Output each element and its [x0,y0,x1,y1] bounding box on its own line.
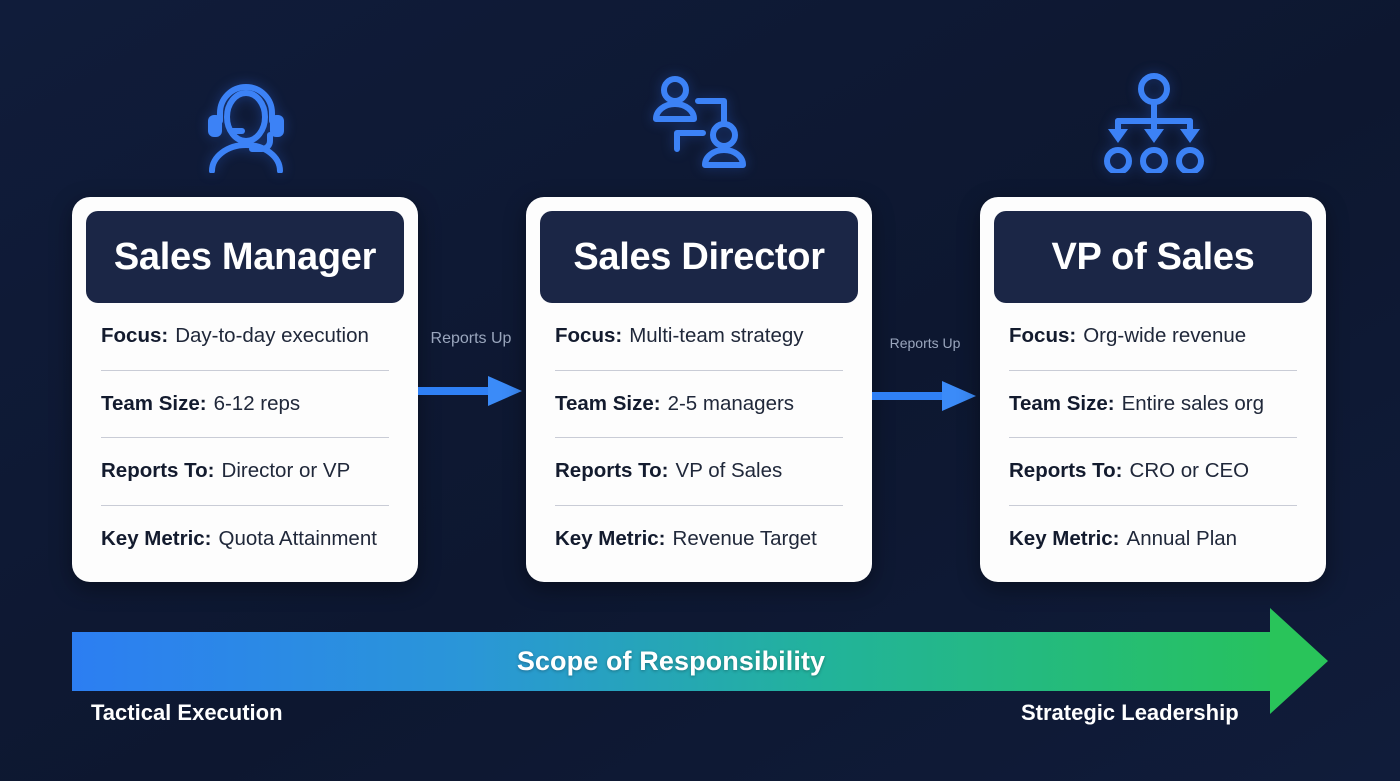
card-title: VP of Sales [994,211,1312,303]
row-value: 2-5 managers [667,391,795,415]
scope-arrowhead-icon [1270,608,1328,714]
row-value: Quota Attainment [218,526,377,550]
card-rows: Focus: Day-to-day execution Team Size: 6… [86,303,404,572]
row-value: CRO or CEO [1129,459,1250,483]
row-value: Entire sales org [1121,391,1265,415]
connector-label: Reports Up [430,330,512,347]
row-key: Reports To: [1009,459,1123,483]
scope-of-responsibility-arrow: Scope of Responsibility [72,608,1328,714]
row-value: 6-12 reps [213,391,301,415]
card-row: Focus: Org-wide revenue [1009,303,1297,371]
scope-left-label: Tactical Execution [91,700,283,725]
card-row: Team Size: 2-5 managers [555,371,843,438]
card-row: Reports To: VP of Sales [555,438,843,506]
card-row: Team Size: 6-12 reps [101,371,389,438]
row-key: Team Size: [555,391,661,415]
card-row: Key Metric: Quota Attainment [101,506,389,573]
row-key: Key Metric: [555,526,666,550]
card-row: Key Metric: Revenue Target [555,506,843,573]
role-card-sales-manager[interactable]: Sales Manager Focus: Day-to-day executio… [72,197,418,582]
card-row: Reports To: CRO or CEO [1009,438,1297,506]
row-value: Revenue Target [672,526,817,550]
card-title: Sales Director [540,211,858,303]
row-key: Focus: [555,324,623,348]
row-key: Focus: [101,324,169,348]
card-row: Key Metric: Annual Plan [1009,506,1297,573]
headset-agent-icon [186,64,306,182]
arrow-right-icon [418,376,522,406]
row-value: VP of Sales [675,459,783,483]
role-card-vp-of-sales[interactable]: VP of Sales Focus: Org-wide revenue Team… [980,197,1326,582]
scope-gradient-bar [72,632,1270,691]
row-key: Key Metric: [101,526,212,550]
row-value: Annual Plan [1126,526,1238,550]
row-key: Team Size: [1009,391,1115,415]
row-key: Team Size: [101,391,207,415]
connector-label: Reports Up [889,335,961,351]
card-title: Sales Manager [86,211,404,303]
team-network-icon [640,64,760,182]
icons-row [0,64,1400,184]
card-rows: Focus: Multi-team strategy Team Size: 2-… [540,303,858,572]
row-key: Key Metric: [1009,526,1120,550]
connector-manager-to-director: Reports Up [418,330,524,420]
card-row: Team Size: Entire sales org [1009,371,1297,438]
scope-right-label: Strategic Leadership [1021,700,1239,725]
row-value: Multi-team strategy [629,324,804,348]
scope-title: Scope of Responsibility [516,646,826,676]
card-row: Reports To: Director or VP [101,438,389,506]
row-value: Org-wide revenue [1083,324,1247,348]
row-value: Director or VP [221,459,351,483]
connector-director-to-vp: Reports Up [872,335,978,425]
card-rows: Focus: Org-wide revenue Team Size: Entir… [994,303,1312,572]
card-row: Focus: Multi-team strategy [555,303,843,371]
row-key: Reports To: [555,459,669,483]
org-chart-hierarchy-icon [1094,64,1214,182]
card-row: Focus: Day-to-day execution [101,303,389,371]
role-card-sales-director[interactable]: Sales Director Focus: Multi-team strateg… [526,197,872,582]
row-key: Reports To: [101,459,215,483]
arrow-right-icon [872,381,976,411]
row-value: Day-to-day execution [175,324,369,348]
row-key: Focus: [1009,324,1077,348]
